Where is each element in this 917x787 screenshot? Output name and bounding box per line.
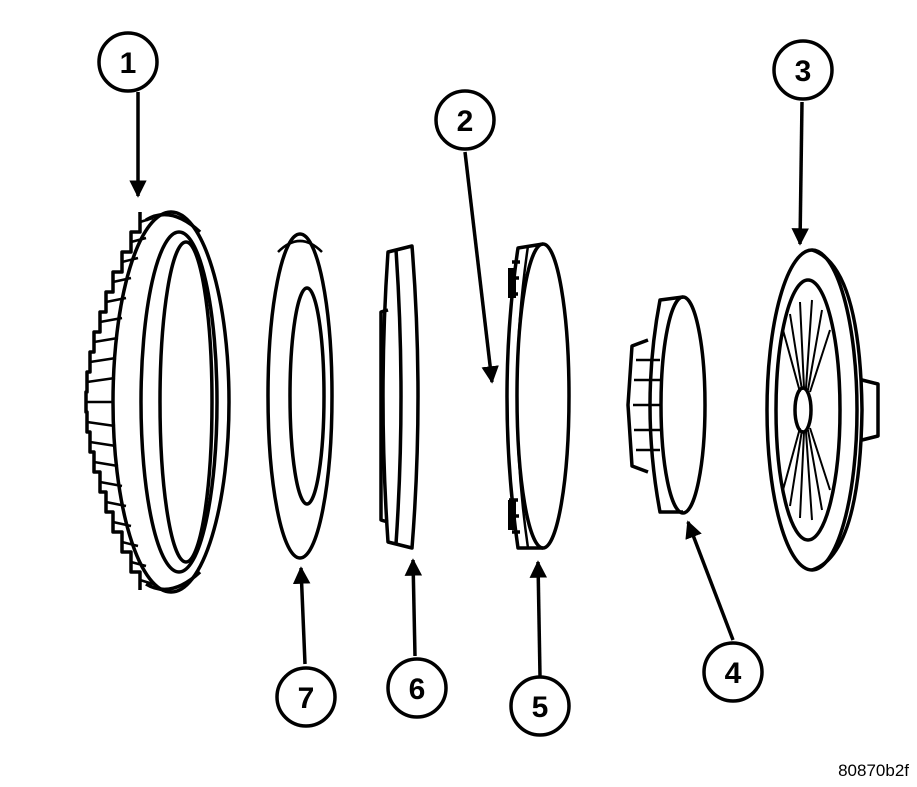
callout-4: 4 xyxy=(702,641,764,703)
arrow-3 xyxy=(791,101,809,246)
callout-5: 5 xyxy=(509,675,571,737)
figure-id-label: 80870b2f xyxy=(838,761,909,780)
arrow-7 xyxy=(292,566,311,665)
arrow-4 xyxy=(685,520,735,641)
callout-6: 6 xyxy=(386,657,448,719)
callout-6-label: 6 xyxy=(409,673,426,706)
callout-3: 3 xyxy=(772,39,834,101)
callout-2-label: 2 xyxy=(457,105,474,138)
arrow-5 xyxy=(529,560,548,677)
thrust-washer-part xyxy=(266,232,334,560)
callout-1: 1 xyxy=(97,31,159,93)
callout-1-label: 1 xyxy=(120,47,137,80)
arrow-2 xyxy=(463,151,499,384)
arrow-6 xyxy=(404,558,423,657)
callout-2: 2 xyxy=(434,89,496,151)
ring-gear-part xyxy=(84,210,231,594)
callout-3-label: 3 xyxy=(795,55,812,88)
converter-part xyxy=(765,248,880,572)
callout-4-label: 4 xyxy=(725,657,742,690)
callout-5-label: 5 xyxy=(532,691,549,724)
hub-part xyxy=(626,295,707,515)
callout-7-label: 7 xyxy=(298,682,315,715)
clutch-drum-part xyxy=(505,242,571,550)
callout-7: 7 xyxy=(275,666,337,728)
plate-part xyxy=(379,244,420,550)
callouts: 1 2 3 4 5 6 7 xyxy=(97,31,834,737)
leader-arrows xyxy=(129,92,809,677)
